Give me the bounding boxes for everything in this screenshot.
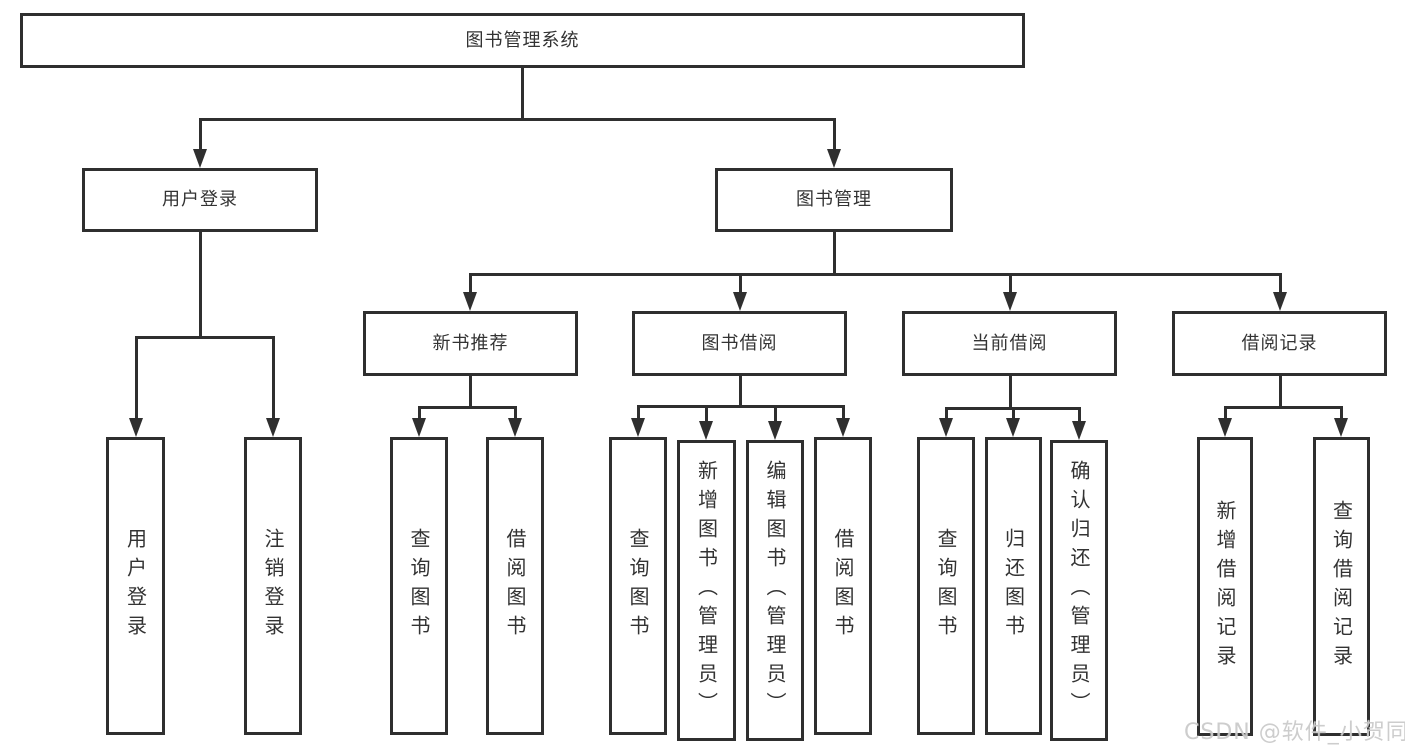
arrowhead-down-icon	[768, 421, 782, 440]
node-nbr-query-books: 查询图书	[390, 437, 448, 735]
connector-line	[520, 66, 524, 121]
node-bb-edit-books-admin: 编辑图书（管理员）	[746, 440, 804, 741]
node-borrow-records: 借阅记录	[1172, 311, 1387, 376]
connector-line	[944, 406, 948, 419]
arrowhead-down-icon	[1218, 418, 1232, 437]
node-br-add-record: 新增借阅记录	[1197, 437, 1253, 736]
node-current-borrow: 当前借阅	[902, 311, 1117, 376]
connector-line	[636, 404, 640, 419]
connector-line	[841, 404, 845, 419]
connector-line	[198, 117, 836, 121]
connector-line	[468, 374, 472, 409]
connector-line	[198, 117, 202, 150]
connector-line	[271, 335, 275, 419]
connector-line	[1223, 405, 1227, 419]
connector-line	[1077, 406, 1081, 422]
node-label: 用户登录	[123, 528, 148, 644]
arrowhead-down-icon	[1273, 292, 1287, 311]
arrowhead-down-icon	[266, 418, 280, 437]
node-label: 借阅图书	[503, 528, 527, 644]
node-label: 新增图书（管理员）	[694, 460, 719, 721]
node-new-book-rec: 新书推荐	[363, 311, 578, 376]
connector-line	[198, 230, 202, 339]
arrowhead-down-icon	[827, 149, 841, 168]
node-leaf-logout: 注销登录	[244, 437, 302, 735]
node-label: 图书借阅	[701, 332, 778, 354]
node-br-query-record: 查询借阅记录	[1313, 437, 1370, 736]
arrowhead-down-icon	[129, 418, 143, 437]
connector-line	[1008, 374, 1012, 410]
node-label: 查询图书	[934, 528, 958, 644]
arrowhead-down-icon	[1072, 421, 1086, 440]
node-label: 注销登录	[261, 528, 285, 644]
arrowhead-down-icon	[733, 292, 747, 311]
node-label: 图书管理系统	[465, 29, 580, 51]
csdn-watermark: CSDN @软件_小贺同学	[1184, 720, 1405, 745]
connector-line	[738, 272, 742, 293]
node-label: 查询借阅记录	[1329, 499, 1354, 674]
connector-line	[773, 404, 777, 422]
connector-line	[636, 404, 845, 408]
node-label: 查询图书	[407, 528, 431, 644]
node-nbr-borrow-books: 借阅图书	[486, 437, 544, 735]
connector-line	[832, 230, 836, 276]
node-bb-borrow-books: 借阅图书	[814, 437, 872, 735]
arrowhead-down-icon	[699, 421, 713, 440]
connector-line	[417, 405, 517, 409]
node-cb-confirm-return-admin: 确认归还（管理员）	[1050, 440, 1108, 741]
connector-line	[832, 117, 836, 150]
node-bb-query-books: 查询图书	[609, 437, 667, 735]
connector-line	[468, 272, 472, 293]
connector-line	[1278, 272, 1282, 293]
arrowhead-down-icon	[1003, 292, 1017, 311]
arrowhead-down-icon	[1334, 418, 1348, 437]
node-label: 新书推荐	[432, 332, 509, 354]
node-cb-query-books: 查询图书	[917, 437, 975, 735]
node-label: 查询图书	[626, 528, 650, 644]
connector-line	[134, 335, 275, 339]
arrowhead-down-icon	[412, 418, 426, 437]
node-label: 确认归还（管理员）	[1067, 460, 1091, 721]
connector-line	[1011, 406, 1015, 419]
node-label: 借阅记录	[1241, 332, 1318, 354]
node-label: 借阅图书	[831, 528, 855, 644]
node-label: 用户登录	[162, 189, 238, 210]
node-book-mgmt: 图书管理	[715, 168, 953, 232]
arrowhead-down-icon	[631, 418, 645, 437]
node-leaf-user-login: 用户登录	[106, 437, 165, 735]
arrowhead-down-icon	[463, 292, 477, 311]
connector-line	[1339, 405, 1343, 419]
node-label: 归还图书	[1001, 528, 1026, 644]
connector-line	[1008, 272, 1012, 293]
connector-line	[738, 374, 742, 408]
node-root: 图书管理系统	[20, 13, 1025, 68]
arrowhead-down-icon	[508, 418, 522, 437]
connector-line	[1223, 405, 1343, 409]
node-label: 新增借阅记录	[1213, 499, 1237, 674]
node-user-login: 用户登录	[82, 168, 318, 232]
connector-line	[417, 405, 421, 419]
arrowhead-down-icon	[939, 418, 953, 437]
node-bb-add-books-admin: 新增图书（管理员）	[677, 440, 736, 741]
connector-line	[468, 272, 1282, 276]
connector-line	[704, 404, 708, 422]
arrowhead-down-icon	[193, 149, 207, 168]
arrowhead-down-icon	[1006, 418, 1020, 437]
connector-line	[513, 405, 517, 419]
node-cb-return-books: 归还图书	[985, 437, 1042, 735]
node-label: 编辑图书（管理员）	[763, 460, 787, 721]
connector-line	[134, 335, 138, 419]
arrowhead-down-icon	[836, 418, 850, 437]
connector-line	[1278, 374, 1282, 409]
node-book-borrow: 图书借阅	[632, 311, 847, 376]
node-label: 当前借阅	[971, 332, 1048, 354]
node-label: 图书管理	[796, 189, 872, 210]
